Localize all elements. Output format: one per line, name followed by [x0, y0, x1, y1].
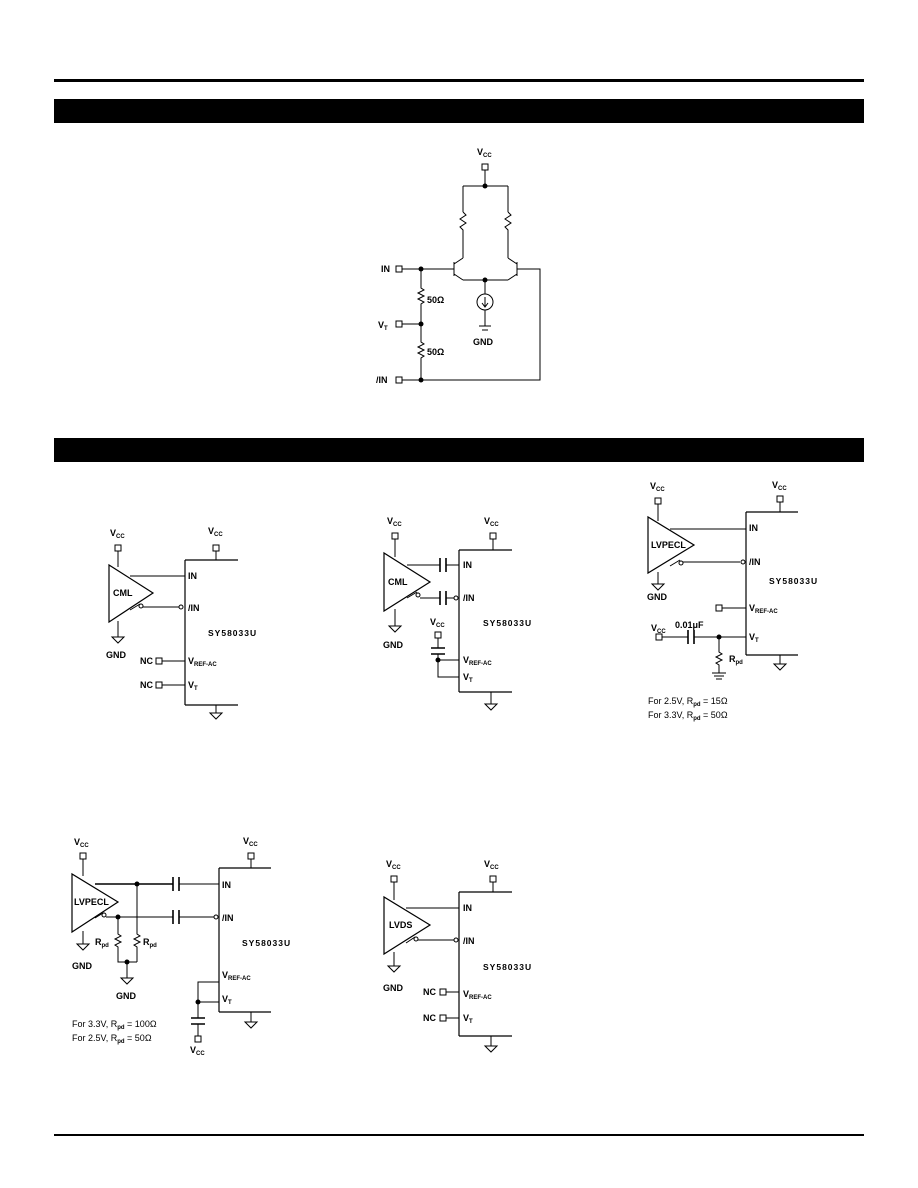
in-label: IN [381, 264, 390, 274]
svg-text:CML: CML [388, 577, 408, 587]
svg-text:SY58033U: SY58033U [242, 938, 291, 948]
svg-text:GND: GND [383, 640, 404, 650]
svg-text:GND: GND [116, 991, 137, 1001]
svg-text:/IN: /IN [749, 557, 761, 567]
svg-text:VCC: VCC [74, 837, 89, 849]
svg-text:For 3.3V, Rpd = 50Ω: For 3.3V, Rpd = 50Ω [648, 710, 728, 722]
svg-text:NC: NC [423, 987, 436, 997]
r50-bottom-label: 50Ω [427, 347, 444, 357]
section-band-input-stage [54, 99, 864, 123]
termination-resistor-bottom [416, 324, 426, 380]
svg-text:GND: GND [647, 592, 668, 602]
svg-text:VCC: VCC [484, 516, 499, 528]
coupling-capacitors [439, 558, 447, 605]
inb-label: /IN [376, 375, 388, 385]
cml-driver-label: CML [113, 588, 133, 598]
input-stage-schematic: VCC GND IN 50Ω VT 50Ω /IN [376, 147, 541, 385]
lvpecl-ac-coupled-diagram: VCC LVPECL GND Rpd Rpd GND VCC IN /IN SY… [71, 836, 291, 1057]
footer-rule [54, 1134, 864, 1136]
svg-text:Rpd: Rpd [95, 937, 109, 949]
svg-text:SY58033U: SY58033U [483, 962, 532, 972]
svg-text:VT: VT [188, 680, 198, 692]
cml-ac-coupled-diagram: VCC CML GND VCC IN /IN SY58033U VCC VREF… [383, 516, 532, 711]
svg-text:VCC: VCC [772, 480, 787, 492]
in-pin [395, 265, 403, 273]
svg-text:GND: GND [383, 983, 404, 993]
current-source [476, 293, 494, 311]
svg-text:VREF-AC: VREF-AC [222, 970, 251, 982]
lvpecl-driver [647, 515, 696, 575]
capacitor-value: 0.01μF [675, 620, 704, 630]
vcc-pin [481, 163, 489, 171]
svg-text:VCC: VCC [386, 859, 401, 871]
svg-text:Rpd: Rpd [729, 654, 743, 666]
svg-text:For 2.5V, Rpd = 50Ω: For 2.5V, Rpd = 50Ω [72, 1033, 152, 1045]
gnd-label: GND [473, 337, 494, 347]
cml-dc-coupled-diagram: VCC CML GND VCC IN /IN SY58033U NC VREF-… [106, 526, 257, 720]
cml-driver [383, 551, 432, 613]
svg-text:/IN: /IN [463, 936, 475, 946]
input-stage-vcc-label: VCC [477, 147, 492, 159]
header-rule [54, 79, 864, 82]
termination-resistor-top [416, 269, 426, 324]
svg-text:SY58033U: SY58033U [483, 618, 532, 628]
vt-label: VT [378, 320, 388, 332]
svg-text:VT: VT [463, 1013, 473, 1025]
svg-text:VCC: VCC [190, 1045, 205, 1057]
svg-text:VREF-AC: VREF-AC [188, 656, 217, 668]
vcc-label: VCC [110, 528, 125, 540]
svg-text:VCC: VCC [650, 481, 665, 493]
inb-pin [395, 376, 403, 384]
svg-text:VCC: VCC [484, 859, 499, 871]
r50-top-label: 50Ω [427, 295, 444, 305]
svg-text:VREF-AC: VREF-AC [749, 603, 778, 615]
svg-text:For 2.5V, Rpd = 15Ω: For 2.5V, Rpd = 15Ω [648, 696, 728, 708]
differential-pair [453, 257, 518, 281]
svg-text:VT: VT [749, 632, 759, 644]
svg-text:LVDS: LVDS [389, 920, 412, 930]
svg-text:VT: VT [463, 672, 473, 684]
svg-text:NC: NC [140, 656, 153, 666]
lvpecl-vt-bias-diagram: VCC LVPECL GND VCC IN /IN SY58033U VREF-… [647, 480, 818, 722]
svg-text:SY58033U: SY58033U [769, 576, 818, 586]
svg-text:IN: IN [222, 880, 231, 890]
svg-text:VREF-AC: VREF-AC [463, 989, 492, 1001]
collector-resistor-left [459, 211, 467, 258]
svg-text:VT: VT [222, 994, 232, 1006]
svg-text:/IN: /IN [222, 913, 234, 923]
cml-driver [108, 563, 155, 624]
gnd-label: GND [106, 650, 127, 660]
svg-text:IN: IN [749, 523, 758, 533]
collector-resistor-right [504, 211, 512, 258]
lvds-driver [383, 895, 432, 956]
svg-text:NC: NC [423, 1013, 436, 1023]
svg-text:VCC: VCC [387, 516, 402, 528]
svg-text:VCC: VCC [430, 617, 445, 629]
svg-text:VCC: VCC [243, 836, 258, 848]
svg-text:For 3.3V, Rpd = 100Ω: For 3.3V, Rpd = 100Ω [72, 1019, 157, 1031]
lvpecl-driver [71, 872, 120, 934]
lvds-diagram: VCC LVDS GND VCC IN /IN SY58033U NC VREF… [383, 859, 532, 1053]
vt-pin [395, 320, 403, 328]
section-band-interface [54, 438, 864, 462]
svg-text:IN: IN [463, 560, 472, 570]
svg-text:IN: IN [188, 571, 197, 581]
svg-text:GND: GND [72, 961, 93, 971]
svg-text:LVPECL: LVPECL [74, 897, 109, 907]
svg-text:/IN: /IN [463, 593, 475, 603]
svg-text:Rpd: Rpd [143, 937, 157, 949]
svg-text:VCC: VCC [651, 623, 666, 635]
part-number-label: SY58033U [208, 628, 257, 638]
svg-text:/IN: /IN [188, 603, 200, 613]
vcc-label: VCC [208, 526, 223, 538]
svg-text:NC: NC [140, 680, 153, 690]
svg-text:VREF-AC: VREF-AC [463, 655, 492, 667]
svg-text:IN: IN [463, 903, 472, 913]
svg-text:LVPECL: LVPECL [651, 540, 686, 550]
